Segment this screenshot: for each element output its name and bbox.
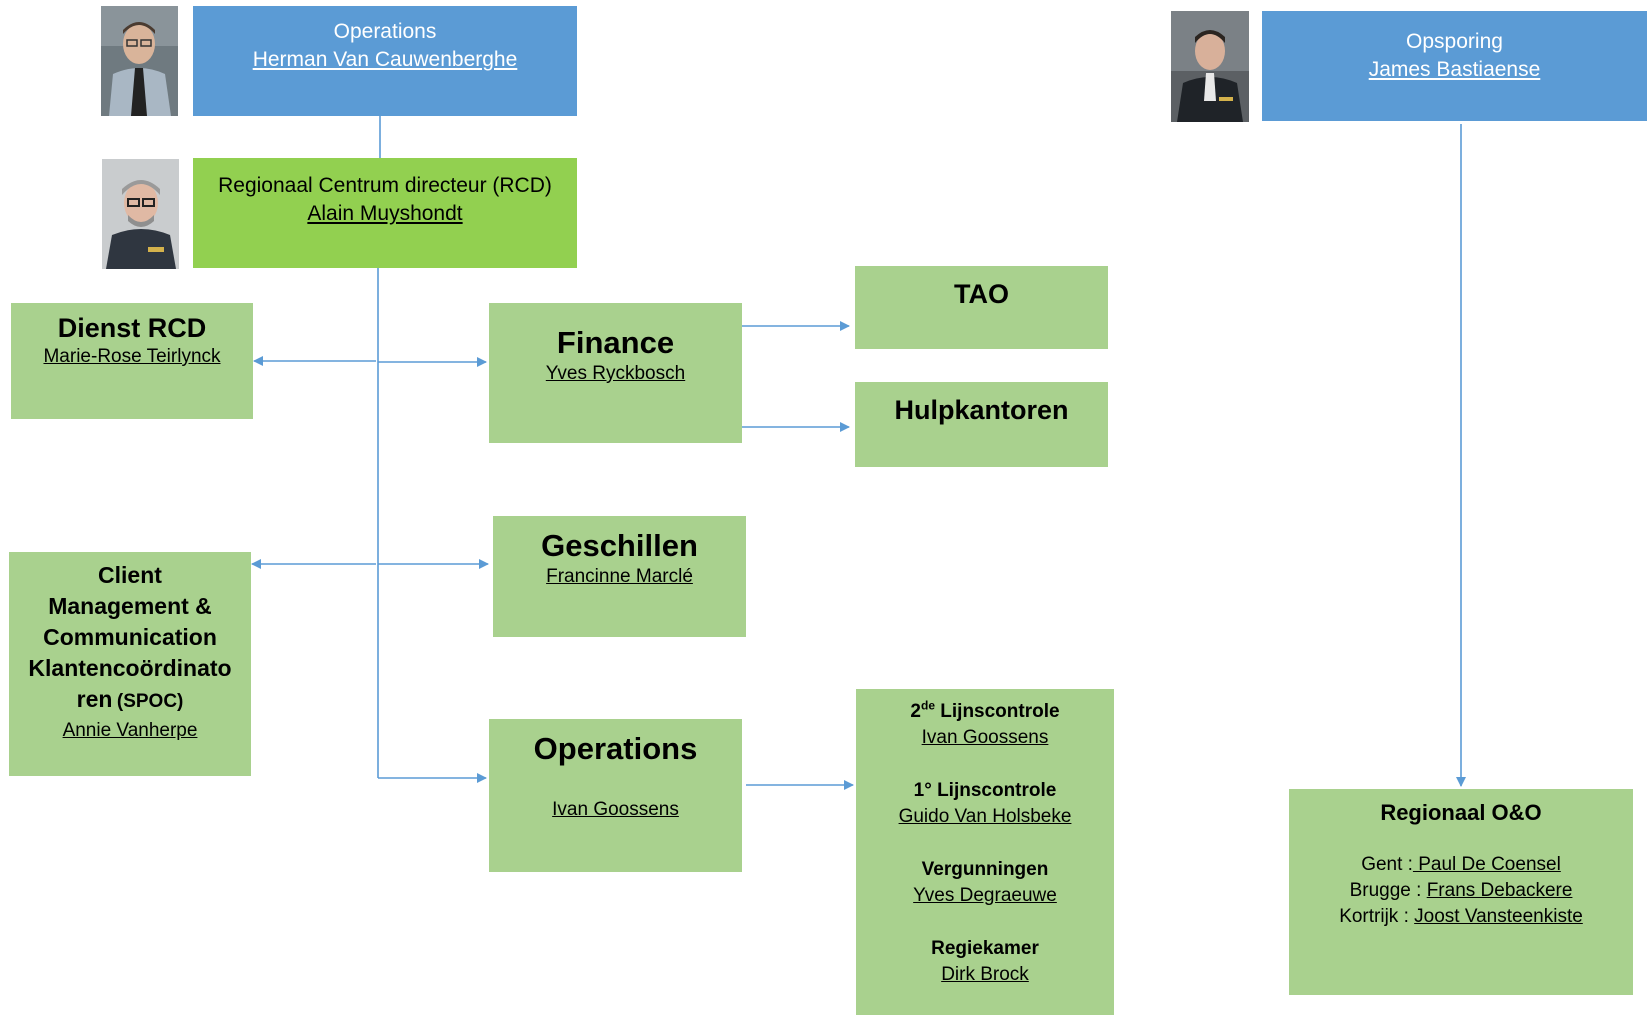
rcd-title: Regionaal Centrum directeur (RCD) [218,174,552,197]
tao-box: TAO [855,266,1108,349]
finance-box: Finance Yves Ryckbosch [489,303,742,443]
hulpkantoren-title: Hulpkantoren [894,395,1069,425]
brugge-label: Brugge : [1349,880,1422,901]
dienst-rcd-name-link[interactable]: Marie-Rose Teirlynck [43,346,221,367]
lijn2-name-link[interactable]: Ivan Goossens [921,727,1049,748]
rcd-box: Regionaal Centrum directeur (RCD) Alain … [193,158,577,268]
person-photo-icon [101,6,178,116]
geschillen-box: Geschillen Francinne Marclé [493,516,746,637]
client-mgmt-line5: ren [76,686,113,712]
kortrijk-row: Kortrijk : Joost Vansteenkiste [1289,904,1633,930]
operations-head-title: Operations [333,20,437,43]
finance-name-link[interactable]: Yves Ryckbosch [545,363,686,384]
lijn1-title: 1° Lijnscontrole [913,780,1057,801]
gent-row: Gent : Paul De Coensel [1289,852,1633,878]
operations-unit-name-link[interactable]: Ivan Goossens [552,799,679,820]
kortrijk-name-link[interactable]: Joost Vansteenkiste [1414,906,1583,927]
photo-alain [102,159,179,269]
regiekamer-title: Regiekamer [931,938,1039,959]
client-mgmt-line2: Management & [48,593,212,619]
client-mgmt-spoc: (SPOC) [116,691,184,712]
lijn2-prefix: 2 [910,701,921,722]
kortrijk-label: Kortrijk : [1339,906,1409,927]
client-management-box: Client Management & Communication Klante… [9,552,251,776]
rcd-name-link[interactable]: Alain Muyshondt [307,202,463,225]
geschillen-name-link[interactable]: Francinne Marclé [546,566,693,587]
photo-herman [101,6,178,116]
hulpkantoren-box: Hulpkantoren [855,382,1108,467]
person-photo-icon [1171,11,1249,122]
client-mgmt-line1: Client [98,562,162,588]
lijn2-title: Lijnscontrole [935,701,1060,722]
tao-title: TAO [954,279,1009,309]
client-mgmt-name-link[interactable]: Annie Vanherpe [62,720,198,741]
operations-unit-title: Operations [533,731,698,766]
dienst-rcd-title: Dienst RCD [57,313,207,343]
gent-label: Gent : [1361,854,1413,875]
geschillen-title: Geschillen [541,528,698,563]
opsporing-head-name-link[interactable]: James Bastiaense [1368,58,1541,81]
controls-box: 2de Lijnscontrole Ivan Goossens 1° Lijns… [856,689,1114,1015]
vergunningen-name-link[interactable]: Yves Degraeuwe [913,885,1057,906]
client-mgmt-line3: Communication [43,624,217,650]
operations-head-box: Operations Herman Van Cauwenberghe [193,6,577,116]
regionaal-oo-box: Regionaal O&O Gent : Paul De Coensel Bru… [1289,789,1633,995]
regionaal-oo-title: Regionaal O&O [1380,800,1542,825]
opsporing-head-box: Opsporing James Bastiaense [1262,11,1647,121]
operations-unit-box: Operations Ivan Goossens [489,719,742,872]
dienst-rcd-box: Dienst RCD Marie-Rose Teirlynck [11,303,253,419]
lijn2-title-row: 2de Lijnscontrole [856,699,1114,725]
lijn2-sup: de [920,698,935,713]
brugge-row: Brugge : Frans Debackere [1289,878,1633,904]
opsporing-head-title: Opsporing [1406,30,1503,53]
client-mgmt-line4: Klantencoördinato [28,655,232,681]
client-mgmt-line5-row: ren (SPOC) [9,684,251,718]
lijn1-name-link[interactable]: Guido Van Holsbeke [898,806,1072,827]
brugge-name-link[interactable]: Frans Debackere [1426,880,1573,901]
vergunningen-title: Vergunningen [921,859,1049,880]
finance-title: Finance [556,325,675,360]
regiekamer-name-link[interactable]: Dirk Brock [941,964,1029,985]
person-photo-icon [102,159,179,269]
operations-head-name-link[interactable]: Herman Van Cauwenberghe [252,48,518,71]
gent-name-link[interactable]: Paul De Coensel [1412,854,1561,875]
photo-james [1171,11,1249,122]
